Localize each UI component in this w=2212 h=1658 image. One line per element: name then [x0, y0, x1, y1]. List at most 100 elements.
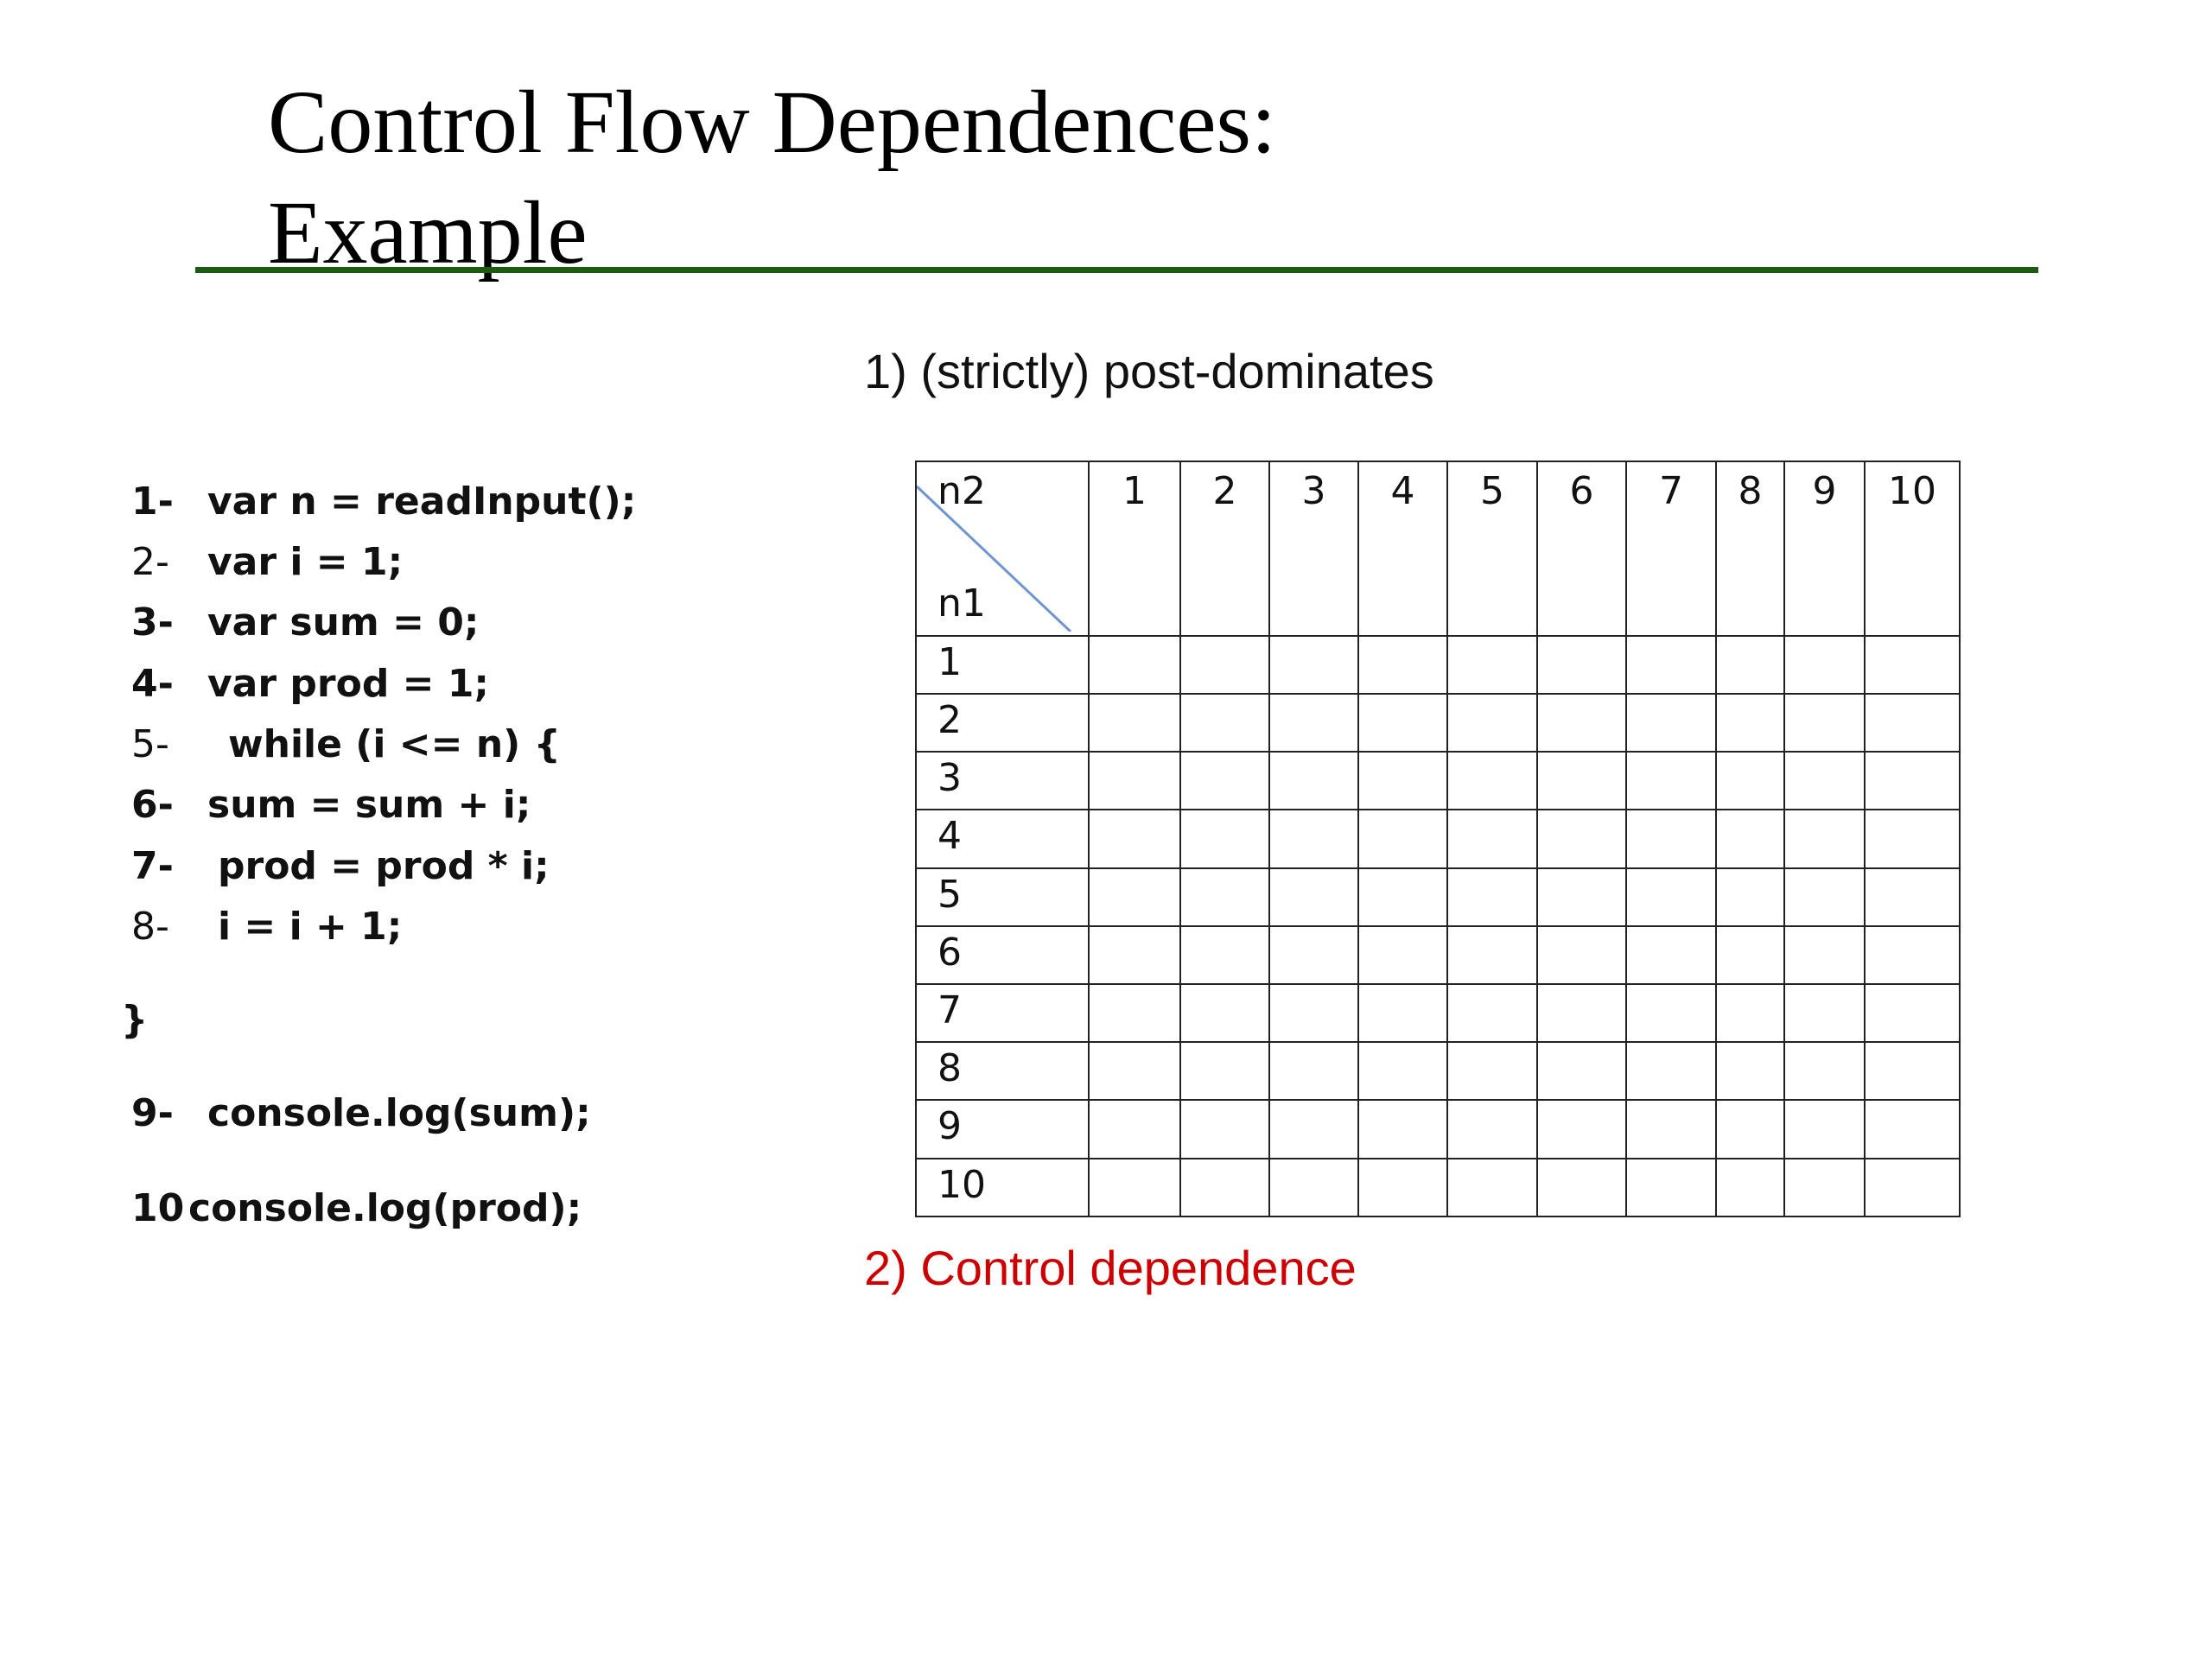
row-header: 10	[915, 1157, 1090, 1218]
matrix-cell	[1715, 924, 1785, 986]
matrix-row: 4	[915, 809, 1961, 869]
row-header-label: 3	[938, 756, 962, 801]
matrix-cell	[1357, 809, 1448, 869]
matrix-cell	[1864, 692, 1961, 753]
matrix-cell	[1864, 1041, 1961, 1102]
matrix-cell	[1179, 867, 1270, 927]
matrix-cell	[1268, 692, 1359, 753]
code-line-text: var sum = 0;	[207, 600, 480, 645]
control-dependence-heading: 2) Control dependence	[864, 1241, 1357, 1295]
matrix-corner-cell: n2 n1	[915, 461, 1090, 637]
matrix-cell	[1783, 751, 1866, 811]
code-line-number: 7-	[131, 844, 174, 888]
matrix-cell	[1446, 634, 1538, 695]
row-header-label: 9	[938, 1104, 962, 1149]
matrix-cell	[1864, 924, 1961, 986]
code-line-text: sum = sum + i;	[207, 783, 531, 827]
matrix-row: 8	[915, 1041, 1961, 1102]
matrix-cell	[1446, 982, 1538, 1044]
matrix-cell	[1179, 1157, 1270, 1218]
row-header-label: 2	[938, 697, 962, 742]
matrix-cell	[1536, 1157, 1627, 1218]
matrix-cell	[1783, 1157, 1866, 1218]
column-header: 4	[1357, 461, 1448, 637]
matrix-row: 1	[915, 634, 1961, 695]
matrix-cell	[1783, 1041, 1866, 1102]
slide-title-line-2: Example	[268, 183, 588, 283]
matrix-cell	[1783, 982, 1866, 1044]
corner-label-n1: n1	[938, 581, 986, 626]
matrix-cell	[1536, 982, 1627, 1044]
matrix-cell	[1715, 692, 1785, 753]
row-header: 4	[915, 809, 1090, 869]
code-line-text: var i = 1;	[207, 540, 404, 584]
matrix-cell	[1179, 751, 1270, 811]
matrix-row: 7	[915, 982, 1961, 1044]
row-header-label: 8	[938, 1046, 962, 1091]
code-line-text: while (i <= n) {	[228, 722, 561, 766]
matrix-cell	[1864, 751, 1961, 811]
code-line-number: 3-	[131, 600, 174, 645]
matrix-cell	[1783, 924, 1866, 986]
code-line-number: 10	[131, 1186, 185, 1230]
matrix-cell	[1179, 924, 1270, 986]
column-header: 9	[1783, 461, 1866, 637]
matrix-cell	[1179, 634, 1270, 695]
matrix-cell	[1088, 1099, 1181, 1159]
column-header: 5	[1446, 461, 1538, 637]
matrix-cell	[1357, 692, 1448, 753]
matrix-cell	[1268, 924, 1359, 986]
matrix-cell	[1446, 1157, 1538, 1218]
matrix-cell	[1268, 634, 1359, 695]
column-header-label: 2	[1212, 469, 1237, 513]
matrix-cell	[1088, 692, 1181, 753]
matrix-cell	[1783, 692, 1866, 753]
matrix-row: 6	[915, 924, 1961, 986]
row-header: 8	[915, 1041, 1090, 1102]
matrix-cell	[1179, 692, 1270, 753]
matrix-row: 3	[915, 751, 1961, 811]
matrix-cell	[1446, 1099, 1538, 1159]
matrix-cell	[1715, 634, 1785, 695]
matrix-cell	[1625, 924, 1717, 986]
column-header: 10	[1864, 461, 1961, 637]
matrix-cell	[1715, 1099, 1785, 1159]
matrix-cell	[1864, 867, 1961, 927]
matrix-cell	[1783, 634, 1866, 695]
matrix-cell	[1088, 924, 1181, 986]
matrix-cell	[1446, 924, 1538, 986]
row-header-label: 5	[938, 872, 962, 917]
row-header: 5	[915, 867, 1090, 927]
column-header-label: 5	[1480, 469, 1504, 513]
matrix-cell	[1625, 751, 1717, 811]
row-header-label: 1	[938, 639, 962, 684]
row-header-label: 4	[938, 814, 962, 859]
matrix-cell	[1625, 1099, 1717, 1159]
matrix-cell	[1536, 1099, 1627, 1159]
row-header-label: 7	[938, 988, 962, 1032]
code-line-text: var prod = 1;	[207, 662, 490, 706]
matrix-cell	[1446, 1041, 1538, 1102]
matrix-cell	[1536, 692, 1627, 753]
matrix-cell	[1088, 634, 1181, 695]
column-header-label: 9	[1812, 469, 1837, 513]
column-header: 3	[1268, 461, 1359, 637]
column-header: 7	[1625, 461, 1717, 637]
matrix-cell	[1088, 809, 1181, 869]
matrix-cell	[1625, 809, 1717, 869]
matrix-cell	[1536, 924, 1627, 986]
matrix-cell	[1357, 751, 1448, 811]
matrix-cell	[1715, 809, 1785, 869]
row-header: 3	[915, 751, 1090, 811]
matrix-cell	[1715, 751, 1785, 811]
matrix-cell	[1446, 809, 1538, 869]
matrix-cell	[1625, 982, 1717, 1044]
matrix-cell	[1088, 1041, 1181, 1102]
matrix-cell	[1864, 1099, 1961, 1159]
matrix-cell	[1625, 692, 1717, 753]
code-line-text: i = i + 1;	[218, 905, 403, 949]
matrix-cell	[1179, 809, 1270, 869]
column-header-label: 10	[1888, 469, 1936, 513]
matrix-cell	[1864, 634, 1961, 695]
matrix-cell	[1088, 982, 1181, 1044]
